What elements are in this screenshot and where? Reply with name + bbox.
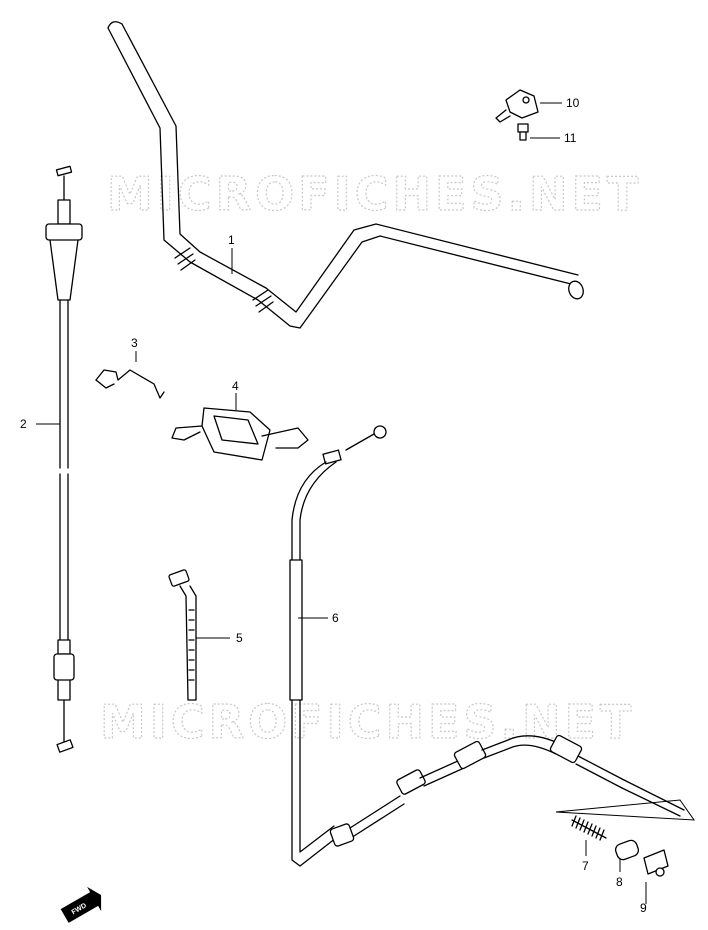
throttle-cable-part[interactable] — [45, 165, 83, 753]
part-label-1: 1 — [228, 233, 235, 247]
part-label-5: 5 — [236, 631, 243, 645]
part-label-9: 9 — [640, 901, 647, 915]
wire-clip-part[interactable] — [95, 369, 165, 399]
watermark-top: MICROFICHES.NET — [107, 167, 642, 221]
watermark-bottom: MICROFICHES.NET — [100, 695, 635, 749]
clamp-part[interactable] — [495, 89, 539, 123]
joint-part[interactable] — [614, 839, 640, 862]
handlebar-part[interactable] — [107, 21, 586, 329]
screw-part[interactable] — [517, 123, 529, 141]
part-label-8: 8 — [616, 875, 623, 889]
part-label-11: 11 — [564, 131, 577, 145]
forward-arrow-icon: FWD — [60, 886, 102, 923]
spring-part[interactable] — [571, 815, 607, 841]
brake-cable-part[interactable] — [289, 425, 685, 867]
part-label-6: 6 — [332, 611, 339, 625]
cable-guide-bracket-part[interactable] — [171, 407, 309, 461]
nut-part[interactable] — [643, 849, 669, 877]
cable-tie-part[interactable] — [168, 569, 197, 701]
part-label-2: 2 — [20, 417, 27, 431]
leader-lines — [36, 102, 696, 904]
part-label-4: 4 — [232, 379, 239, 393]
part-label-3: 3 — [131, 336, 138, 350]
part-label-10: 10 — [566, 96, 580, 110]
part-label-7: 7 — [582, 859, 589, 873]
